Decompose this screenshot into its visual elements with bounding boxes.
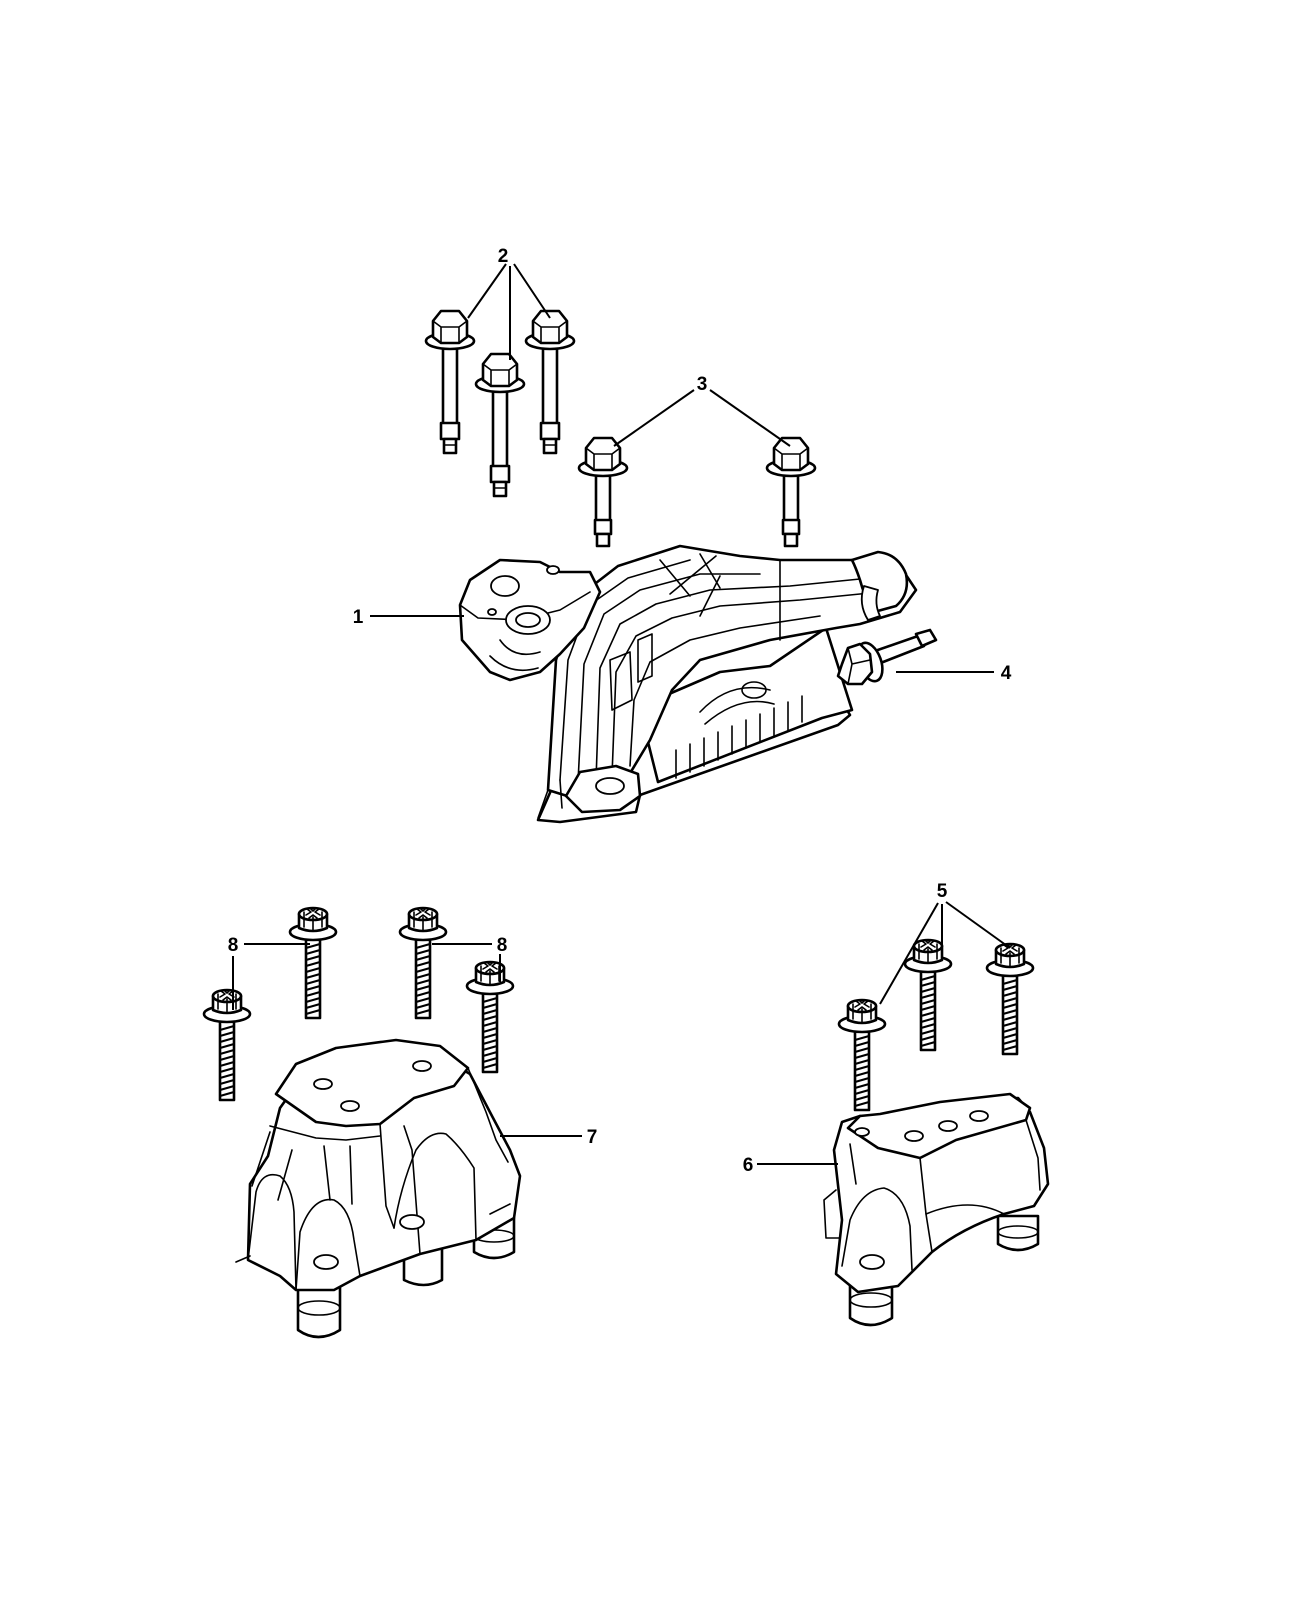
bolt-2-left xyxy=(424,309,476,455)
bolt-2-right xyxy=(524,309,576,455)
bolt-5-right xyxy=(985,942,1035,1056)
callout-4: 4 xyxy=(1001,663,1012,684)
callout-7: 7 xyxy=(587,1127,598,1148)
callout-5: 5 xyxy=(937,881,948,902)
leader-lines xyxy=(232,263,1011,1165)
callout-8-left: 8 xyxy=(228,935,239,956)
bolt-3-left xyxy=(577,436,629,548)
bolt-5-middle xyxy=(903,938,953,1052)
bolt-2-middle xyxy=(474,352,526,498)
callout-1: 1 xyxy=(353,607,364,628)
bolt-8-far-left xyxy=(202,988,252,1102)
callout-6: 6 xyxy=(743,1155,754,1176)
callout-3: 3 xyxy=(697,374,708,395)
bolt-8-left xyxy=(288,906,338,1020)
bolt-4 xyxy=(836,628,938,686)
bolt-3-right xyxy=(765,436,817,548)
transmission-mount-bracket xyxy=(458,544,918,824)
bolt-8-right xyxy=(465,960,515,1074)
bolt-8-middle xyxy=(398,906,448,1020)
cooling-fins xyxy=(675,695,803,779)
rear-mount-6 xyxy=(823,1092,1050,1327)
bolt-5-left xyxy=(837,998,887,1112)
callout-2: 2 xyxy=(498,246,509,267)
front-mount-7 xyxy=(235,1038,522,1339)
callout-8-right: 8 xyxy=(497,935,508,956)
